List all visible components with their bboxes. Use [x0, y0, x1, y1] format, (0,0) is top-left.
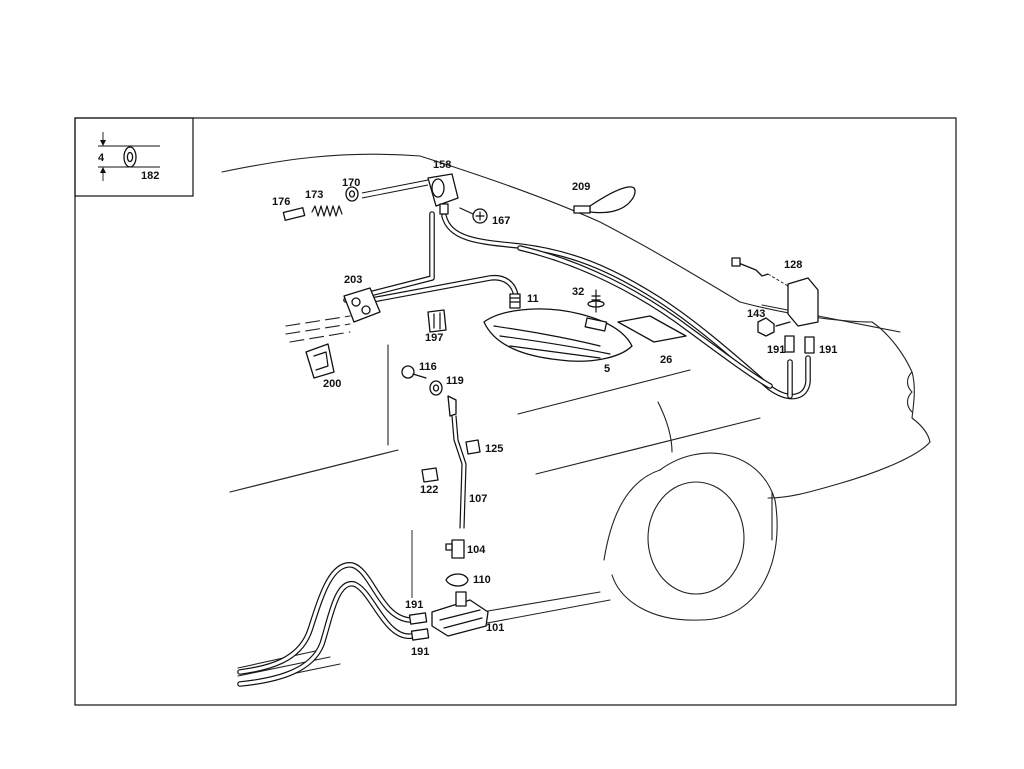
label-170: 170	[342, 177, 360, 189]
part-209-cable-tie	[573, 186, 636, 214]
label-191-top-left: 191	[767, 344, 785, 356]
label-209: 209	[572, 181, 590, 193]
label-104: 104	[467, 544, 486, 556]
label-158: 158	[433, 159, 451, 171]
part-32-clip	[587, 289, 605, 313]
label-32: 32	[572, 286, 584, 298]
label-191-bottom-lower: 191	[411, 646, 429, 658]
part-11-fitting	[509, 293, 521, 309]
label-143: 143	[747, 308, 765, 320]
part-26-pad	[617, 315, 687, 343]
inset-part-label: 182	[141, 170, 159, 182]
part-122-clip	[421, 467, 439, 483]
part-176-pin	[282, 207, 306, 221]
label-173: 173	[305, 189, 323, 201]
part-101-washer-jet	[431, 591, 489, 637]
washer-hoses	[237, 179, 811, 687]
label-26: 26	[660, 354, 672, 366]
label-119: 119	[446, 375, 464, 387]
part-116-screw	[401, 365, 427, 379]
part-labels: 158 173 170 176 167 209 128 143 191 191 …	[272, 159, 837, 658]
part-197-clip	[427, 309, 447, 333]
part-167-screw	[459, 207, 488, 224]
label-176: 176	[272, 196, 290, 208]
label-122: 122	[420, 484, 438, 496]
part-128-connector	[731, 257, 819, 327]
label-125: 125	[485, 443, 503, 455]
part-200-holder	[305, 343, 335, 379]
label-203: 203	[344, 274, 362, 286]
part-119-grommet	[429, 380, 443, 396]
label-197: 197	[425, 332, 443, 344]
part-143-screw	[757, 317, 791, 337]
part-104-nozzle	[445, 539, 465, 559]
part-191-sleeve-bottom-lower	[410, 628, 430, 641]
label-128: 128	[784, 259, 802, 271]
part-173-spring	[311, 205, 343, 217]
part-191-sleeve-bottom-upper	[408, 612, 428, 625]
car-body-outline	[221, 153, 931, 686]
label-11: 11	[527, 293, 539, 305]
label-200: 200	[323, 378, 341, 390]
inset-dimension-label: 4	[98, 152, 105, 164]
part-110-ring	[445, 573, 469, 587]
label-101: 101	[486, 622, 504, 634]
label-116: 116	[419, 361, 437, 373]
label-110: 110	[473, 574, 491, 586]
part-158-valve	[427, 173, 459, 215]
part-191-sleeve-top-right	[804, 336, 815, 354]
part-5-insulation-mat	[483, 308, 633, 362]
part-170-washer	[345, 186, 359, 202]
part-125-clip	[465, 439, 481, 455]
part-107-rod	[447, 395, 467, 529]
diagram-frame	[74, 117, 957, 706]
label-191-top-right: 191	[819, 344, 837, 356]
hose-dimension-inset: 4 182	[74, 117, 194, 197]
label-5: 5	[604, 363, 610, 375]
label-107: 107	[469, 493, 487, 505]
part-191-sleeve-top-left	[784, 335, 795, 353]
label-191-bottom-upper: 191	[405, 599, 423, 611]
label-167: 167	[492, 215, 510, 227]
part-203-grommet	[343, 287, 381, 323]
